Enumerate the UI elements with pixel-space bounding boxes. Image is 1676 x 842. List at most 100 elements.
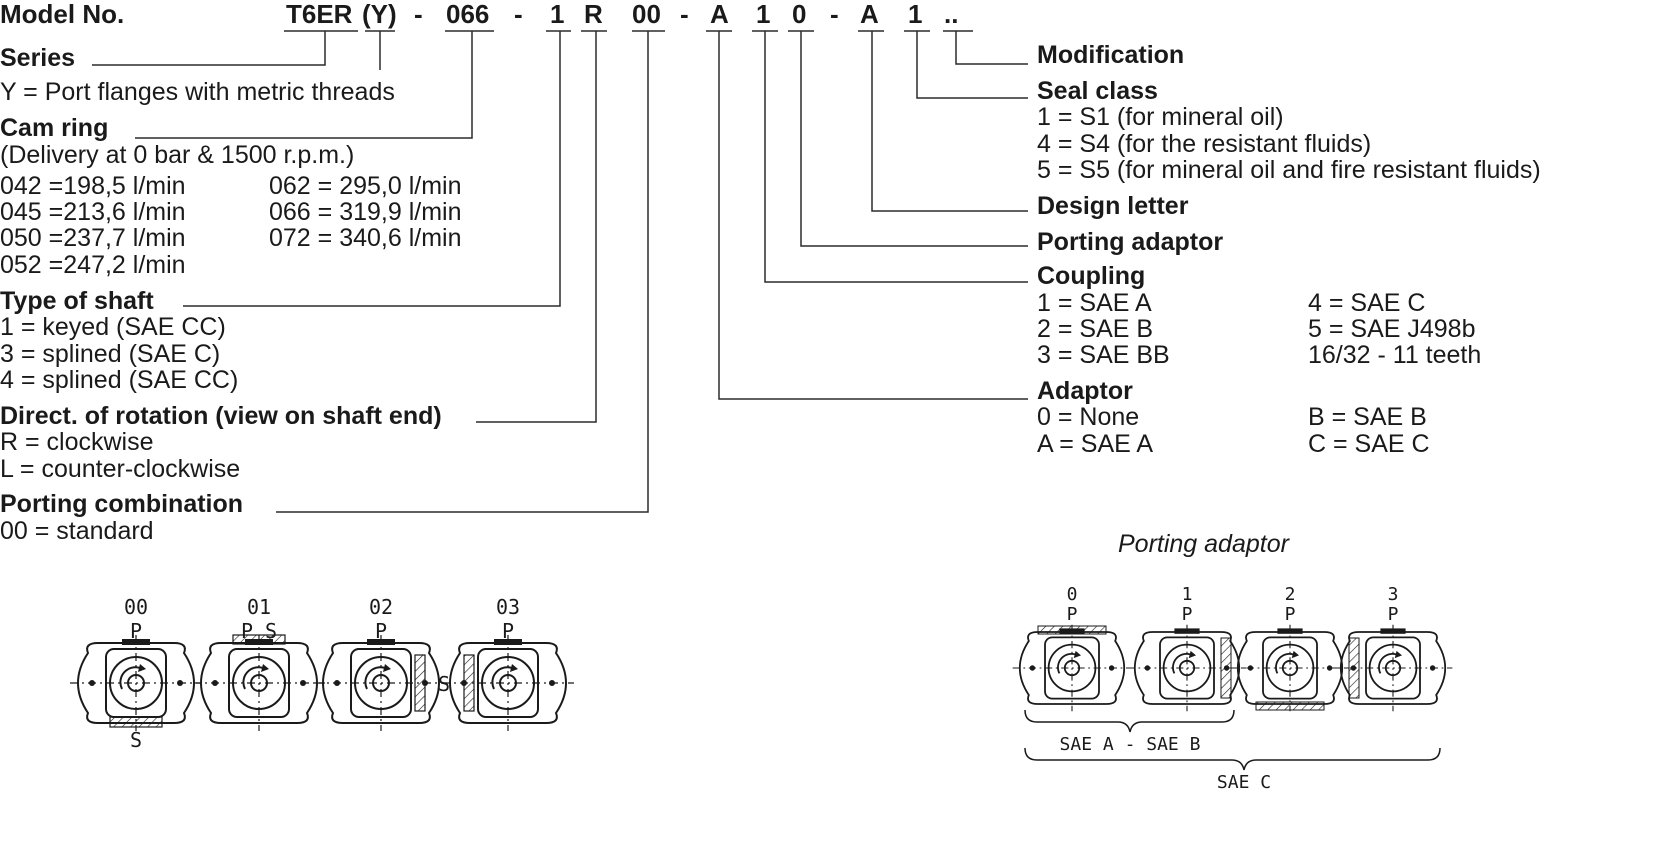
code-porting-adaptor: 0 — [792, 0, 807, 29]
rotation-arrow — [1275, 653, 1294, 674]
pump-02: 02P — [315, 595, 447, 731]
code-flange: (Y) — [362, 0, 397, 29]
rotation-arrowhead — [1188, 650, 1196, 659]
rotation-arrow — [1378, 653, 1397, 674]
adaptor-plate — [1348, 637, 1360, 699]
pump-flange — [1339, 631, 1447, 705]
pressure-port — [1277, 628, 1303, 634]
shaft-item: 4 = splined (SAE CC) — [0, 366, 239, 394]
seal-item: 5 = S5 (for mineral oil and fire resista… — [1037, 156, 1541, 184]
adaptor-pump — [1012, 624, 1132, 712]
adaptor-code-label: 0 — [1067, 584, 1078, 605]
porting-code-label: 01 — [247, 595, 271, 619]
pump-flange — [1236, 631, 1344, 705]
code-dash: - — [414, 0, 423, 29]
model-label: Model No. — [0, 0, 125, 29]
adaptor-0: 0P — [1012, 584, 1132, 712]
rotation-arrow — [242, 666, 264, 690]
rotation-title: Direct. of rotation (view on shaft end) — [0, 402, 442, 430]
rotation-arrowhead — [1291, 650, 1299, 659]
porting-adaptor-title: Porting adaptor — [1037, 228, 1224, 256]
code-modification: .. — [944, 0, 959, 29]
adaptor-pump — [1333, 624, 1453, 712]
pump-01: 01P S — [193, 595, 325, 731]
porting-title: Porting combination — [0, 490, 244, 518]
seal-item: 4 = S4 (for the resistant fluids) — [1037, 130, 1372, 158]
porting-adaptor-figure-title: Porting adaptor — [1118, 530, 1289, 558]
brace-sae-c — [1024, 747, 1441, 771]
coupling-item: 5 = SAE J498b — [1308, 315, 1476, 343]
seal-title: Seal class — [1037, 77, 1158, 105]
code-adaptor: A — [710, 0, 729, 29]
adaptor-item: B = SAE B — [1308, 403, 1427, 431]
adaptor-item: 0 = None — [1037, 403, 1140, 431]
series-line: Y = Port flanges with metric threads — [0, 78, 395, 106]
suction-port — [232, 634, 286, 645]
coupling-title: Coupling — [1037, 262, 1146, 290]
rotation-arrow — [364, 666, 386, 690]
port-label: P — [1388, 604, 1399, 625]
port-label: P — [1067, 604, 1078, 625]
porting-code-label: 02 — [369, 595, 393, 619]
port-label: P — [375, 619, 387, 643]
pump-flange — [321, 642, 441, 724]
code-rotation: R — [584, 0, 603, 29]
rotation-arrowhead — [510, 664, 518, 672]
rotation-arrowhead — [383, 664, 391, 672]
rotation-arrow — [491, 666, 513, 690]
pressure-port — [494, 639, 522, 645]
cam-ring-item: 062 = 295,0 l/min — [269, 172, 462, 200]
rotation-item: L = counter-clockwise — [0, 455, 241, 483]
code-dash: - — [680, 0, 689, 29]
porting-item: 00 = standard — [0, 517, 154, 545]
pressure-port — [122, 639, 150, 645]
pressure-port — [1174, 628, 1200, 634]
pump-flange — [76, 642, 196, 724]
adaptor-item: C = SAE C — [1308, 430, 1430, 458]
cam-ring-item: 072 = 340,6 l/min — [269, 224, 462, 252]
suction-port — [109, 716, 163, 728]
rotation-arrowhead — [261, 664, 269, 672]
coupling-item: 1 = SAE A — [1037, 289, 1152, 317]
code-dash: - — [514, 0, 523, 29]
port-label: S — [438, 672, 450, 696]
rotation-arrowhead — [138, 664, 146, 672]
port-label: P — [502, 619, 514, 643]
adaptor-item: A = SAE A — [1037, 430, 1154, 458]
porting-code-label: 03 — [496, 595, 520, 619]
brace-label: SAE C — [1217, 772, 1271, 793]
port-label: S — [130, 728, 142, 752]
cam-ring-title: Cam ring — [0, 114, 109, 142]
code-series: T6ER — [286, 0, 353, 29]
coupling-item: 16/32 - 11 teeth — [1308, 341, 1482, 369]
coupling-item: 2 = SAE B — [1037, 315, 1154, 343]
cam-ring-note: (Delivery at 0 bar & 1500 r.p.m.) — [0, 141, 355, 169]
pump-03: 03P S — [438, 595, 574, 731]
cam-ring-item: 050 =237,7 l/min — [0, 224, 186, 252]
suction-port — [463, 654, 475, 712]
adaptor-code-label: 2 — [1285, 584, 1296, 605]
code-design-letter: A — [860, 0, 879, 29]
code-coupling: 1 — [756, 0, 771, 29]
rotation-arrow — [1057, 653, 1076, 674]
code-porting: 00 — [632, 0, 661, 29]
port-label: P — [1285, 604, 1296, 625]
shaft-title: Type of shaft — [0, 287, 154, 315]
adaptor-2: 2P — [1230, 584, 1350, 712]
pressure-port — [1380, 628, 1406, 634]
adaptor-1: 1P — [1127, 584, 1247, 712]
code-dash: - — [830, 0, 839, 29]
porting-code-label: 00 — [124, 595, 148, 619]
seal-item: 1 = S1 (for mineral oil) — [1037, 103, 1284, 131]
series-title: Series — [0, 44, 76, 72]
port-label: P — [1182, 604, 1193, 625]
adaptor-plate — [1255, 701, 1325, 711]
suction-port — [414, 654, 426, 712]
adaptor-code-label: 3 — [1388, 584, 1399, 605]
shaft-item: 3 = splined (SAE C) — [0, 340, 221, 368]
design-letter-title: Design letter — [1037, 192, 1189, 220]
rotation-arrow — [119, 666, 141, 690]
